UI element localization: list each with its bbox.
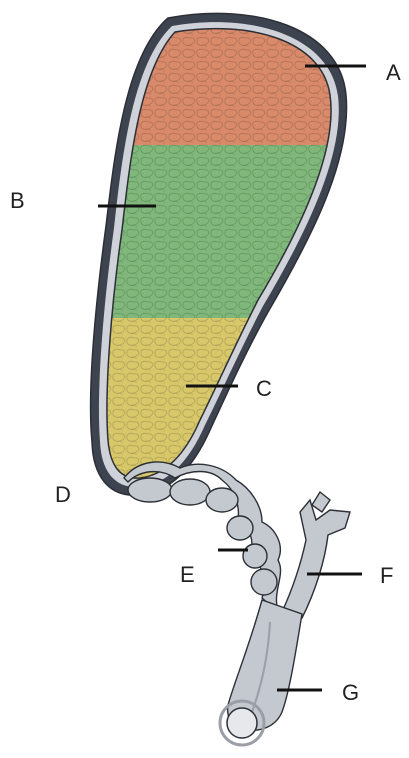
mucosa-texture — [80, 0, 360, 500]
label-a: A — [386, 60, 401, 85]
common-bile-duct — [220, 600, 302, 745]
label-d: D — [55, 482, 71, 507]
label-e: E — [180, 562, 195, 587]
label-g: G — [342, 680, 359, 705]
cystic-duct — [124, 462, 281, 612]
label-f: F — [380, 563, 393, 588]
duct-opening — [227, 708, 257, 738]
hepatic-duct — [282, 492, 350, 618]
label-c: C — [256, 376, 272, 401]
label-b: B — [10, 188, 25, 213]
